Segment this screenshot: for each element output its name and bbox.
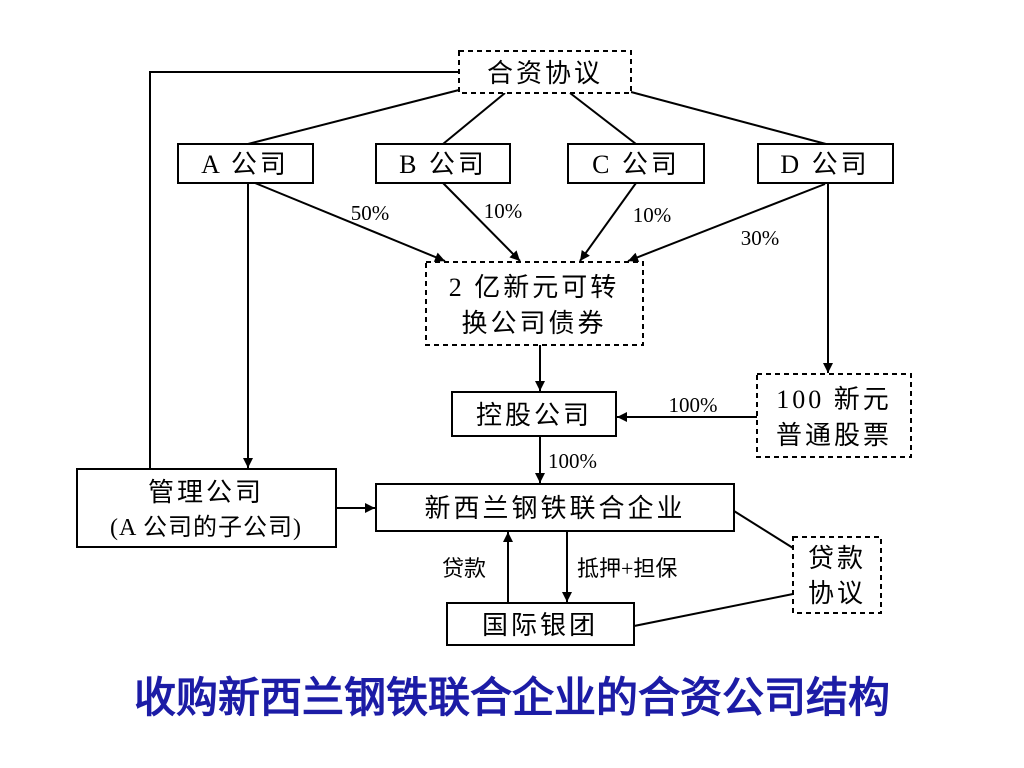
- node-jv-agreement: 合资协议: [458, 50, 632, 94]
- node-company-c-label: C 公司: [592, 150, 680, 179]
- edge-company-a-to-bond: [254, 182, 446, 262]
- node-common-stock: 100 新元 普通股票: [756, 373, 912, 458]
- node-jv-agreement-label: 合资协议: [487, 59, 603, 88]
- node-convertible-bond: 2 亿新元可转 换公司债券: [425, 261, 644, 346]
- node-holding-company: 控股公司: [451, 391, 617, 437]
- edge-nz-steel-to-loan-agreement: [733, 510, 794, 549]
- node-convertible-bond-line-2: 换公司债券: [461, 309, 606, 338]
- node-company-a: A 公司: [177, 143, 314, 184]
- edge-bank-to-loan-agreement: [633, 593, 794, 627]
- edge-company-b-to-bond: [442, 182, 521, 262]
- node-company-a-label: A 公司: [201, 150, 289, 179]
- node-management-company-line-2: (A 公司的子公司): [110, 514, 302, 541]
- edge-label-holding-to-nz-steel: 100%: [548, 449, 597, 473]
- node-common-stock-line-2: 普通股票: [776, 421, 892, 450]
- node-common-stock-line-1: 100 新元: [776, 385, 892, 414]
- edge-company-c-to-bond: [579, 182, 637, 262]
- node-company-d-label: D 公司: [780, 150, 869, 179]
- node-company-b: B 公司: [375, 143, 511, 184]
- edge-label-c-to-bond: 10%: [633, 203, 672, 227]
- edge-jv-to-company-b: [442, 92, 506, 145]
- node-loan-agreement: 贷款 协议: [792, 536, 882, 614]
- node-bank-syndicate: 国际银团: [446, 602, 635, 646]
- node-company-c: C 公司: [567, 143, 705, 184]
- edge-label-stock-to-holding: 100%: [669, 393, 718, 417]
- node-loan-agreement-line-2: 协议: [808, 579, 866, 608]
- node-nz-steel-label: 新西兰钢铁联合企业: [424, 494, 685, 523]
- node-loan-agreement-line-1: 贷款: [808, 544, 866, 573]
- edge-label-collateral: 抵押+担保: [577, 556, 677, 581]
- edge-jv-to-company-c: [569, 92, 637, 145]
- edge-jv-to-company-d: [630, 91, 827, 145]
- diagram-title: 收购新西兰钢铁联合企业的合资公司结构: [134, 674, 890, 721]
- edge-label-a-to-bond: 50%: [351, 201, 390, 225]
- node-management-company: 管理公司 (A 公司的子公司): [76, 468, 337, 548]
- node-holding-company-label: 控股公司: [476, 401, 592, 430]
- edge-label-loan: 贷款: [442, 556, 486, 581]
- edge-label-b-to-bond: 10%: [484, 199, 523, 223]
- edge-company-d-to-bond: [627, 183, 826, 263]
- node-convertible-bond-line-1: 2 亿新元可转: [449, 273, 620, 302]
- node-company-b-label: B 公司: [399, 150, 487, 179]
- node-nz-steel: 新西兰钢铁联合企业: [375, 483, 735, 532]
- node-company-d: D 公司: [757, 143, 894, 184]
- edge-jv-to-company-a: [247, 89, 460, 145]
- node-management-company-line-1: 管理公司: [148, 478, 264, 507]
- edge-jv-to-management-company: [149, 71, 459, 469]
- node-bank-syndicate-label: 国际银团: [482, 611, 598, 640]
- edge-label-d-to-bond: 30%: [741, 226, 780, 250]
